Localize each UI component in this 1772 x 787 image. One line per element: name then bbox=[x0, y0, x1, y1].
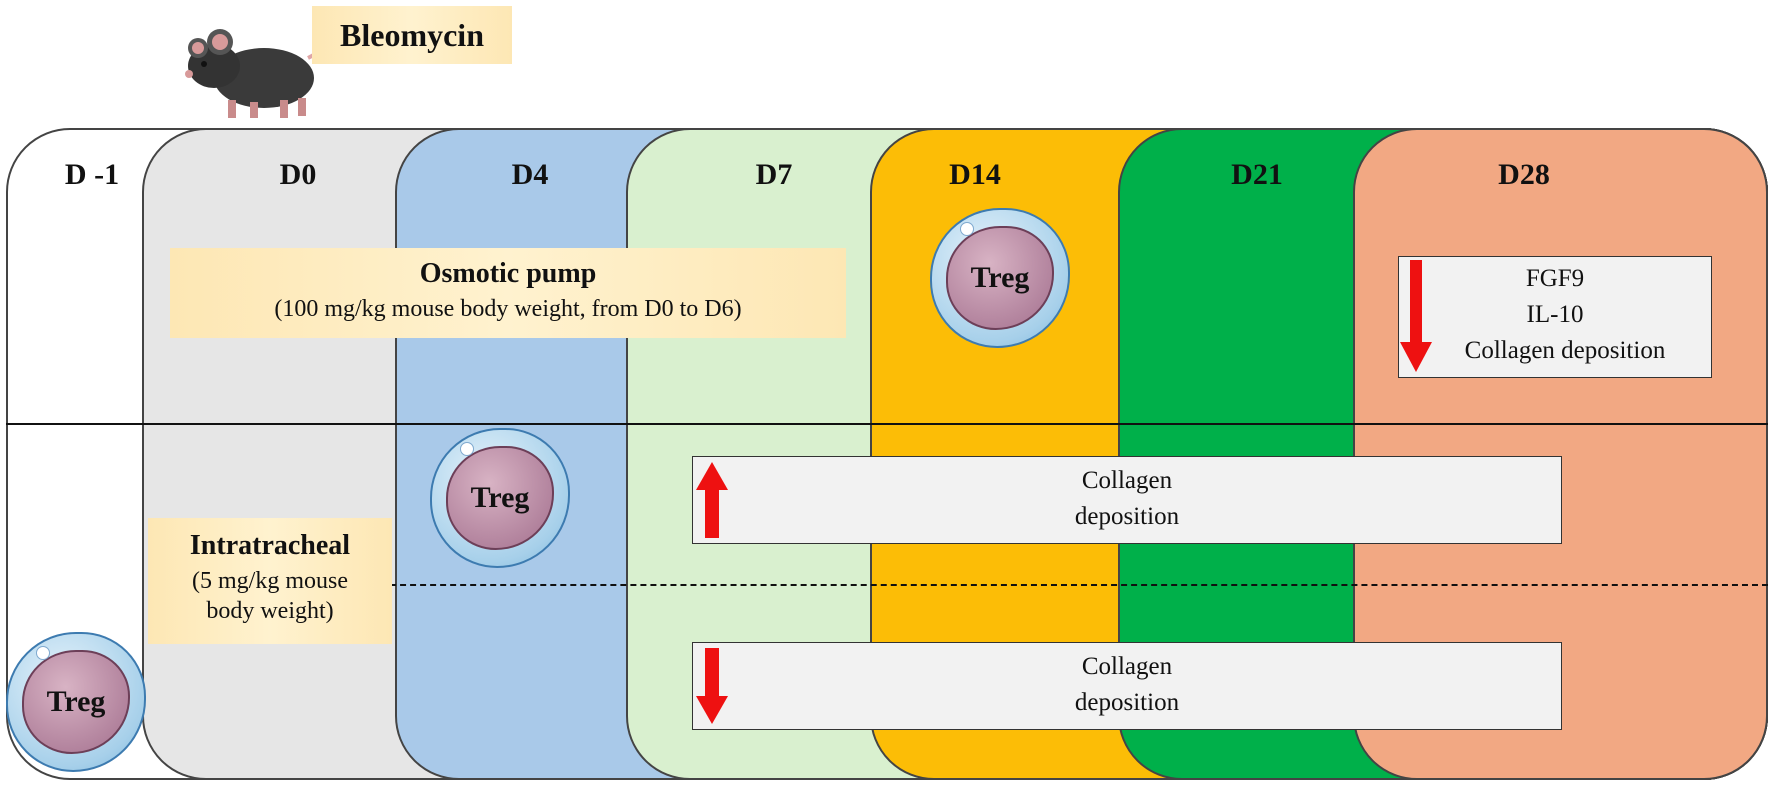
lower-collagen-line2: deposition bbox=[1074, 689, 1180, 716]
dashed-divider bbox=[360, 584, 1768, 586]
osmotic-pump-title: Osmotic pump bbox=[419, 258, 597, 289]
treg-cell-d-minus-1: Treg bbox=[6, 632, 146, 772]
section-divider bbox=[6, 423, 1768, 425]
osmotic-pump-detail: (100 mg/kg mouse body weight, from D0 to… bbox=[274, 296, 742, 322]
treg-label-d-minus-1: Treg bbox=[46, 685, 106, 718]
upper-collagen-box: Collagen deposition bbox=[692, 456, 1562, 544]
day-label-d21: D21 bbox=[1231, 158, 1283, 191]
bleomycin-label: Bleomycin bbox=[312, 6, 512, 64]
mouse-icon bbox=[185, 29, 330, 118]
treg-label-d14: Treg bbox=[970, 261, 1030, 294]
result-line-il10: IL-10 bbox=[1526, 301, 1584, 328]
cell-nucleus bbox=[22, 650, 130, 754]
cell-nucleus bbox=[946, 226, 1054, 330]
intratracheal-detail-1: (5 mg/kg mouse bbox=[192, 568, 348, 594]
cell-highlight bbox=[36, 646, 50, 660]
cell-highlight bbox=[460, 442, 474, 456]
d28-result-box: FGF9 IL-10 Collagen deposition bbox=[1398, 256, 1712, 378]
day-label-d0: D0 bbox=[279, 158, 317, 191]
day-label-d4: D4 bbox=[511, 158, 549, 191]
treg-cell-d4: Treg bbox=[430, 428, 570, 568]
cell-highlight bbox=[960, 222, 974, 236]
cell-nucleus bbox=[446, 446, 554, 550]
result-line-fgf9: FGF9 bbox=[1525, 265, 1585, 292]
up-arrow-icon bbox=[696, 462, 728, 538]
result-line-collagen: Collagen deposition bbox=[1464, 337, 1666, 364]
treg-label-d4: Treg bbox=[470, 481, 530, 514]
upper-collagen-line1: Collagen bbox=[1081, 467, 1173, 494]
lower-collagen-line1: Collagen bbox=[1081, 653, 1173, 680]
down-arrow-icon bbox=[696, 648, 728, 724]
lower-collagen-box: Collagen deposition bbox=[692, 642, 1562, 730]
intratracheal-title: Intratracheal bbox=[189, 530, 351, 561]
day-label-d-minus-1: D -1 bbox=[64, 158, 120, 191]
intratracheal-detail-2: body weight) bbox=[206, 598, 334, 624]
osmotic-pump-box: Osmotic pump (100 mg/kg mouse body weigh… bbox=[170, 248, 846, 338]
upper-collagen-line2: deposition bbox=[1074, 503, 1180, 530]
intratracheal-box: Intratracheal (5 mg/kg mouse body weight… bbox=[148, 518, 392, 644]
day-label-d14: D14 bbox=[949, 158, 1001, 191]
down-arrow-icon bbox=[1400, 260, 1432, 372]
day-label-d7: D7 bbox=[755, 158, 793, 191]
day-label-d28: D28 bbox=[1498, 158, 1550, 191]
treg-cell-d14: Treg bbox=[930, 208, 1070, 348]
